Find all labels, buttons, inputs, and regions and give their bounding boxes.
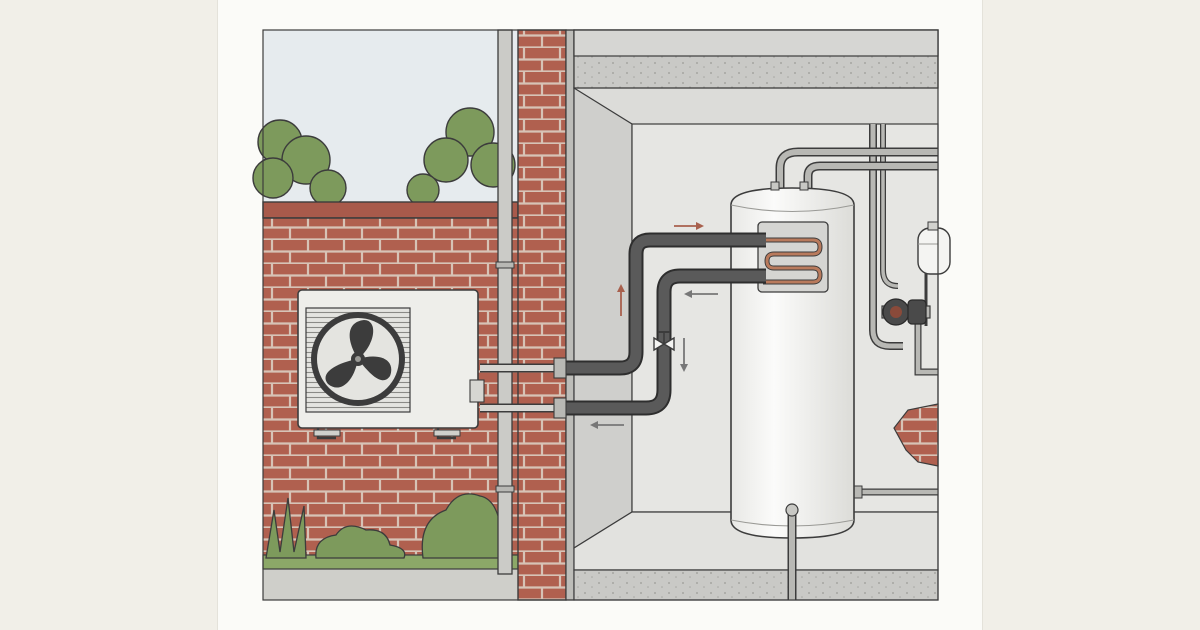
cool-flow-arrow-left <box>684 290 718 298</box>
boiler-plumbing <box>853 124 938 499</box>
fan-icon <box>311 312 405 406</box>
cool-flow-arrow-left-lower <box>590 421 624 429</box>
illustration-card <box>218 0 982 630</box>
hot-flow-arrow-right <box>674 222 704 230</box>
shrub-middle <box>315 525 406 559</box>
cylinder-drain-pipe <box>785 503 799 600</box>
shrub-left <box>265 497 307 559</box>
house-wall <box>517 29 575 601</box>
hot-flow-arrow-up <box>617 284 625 316</box>
valve-icon <box>653 331 675 352</box>
floor-slab <box>573 569 939 601</box>
coil-icon <box>757 221 829 293</box>
cool-flow-arrow-down <box>680 338 688 372</box>
garden-wall-coping <box>262 201 519 219</box>
cylinder-top-pipes <box>775 147 938 190</box>
pump-icon <box>881 298 931 326</box>
outdoor-unit <box>297 289 485 440</box>
recess-side-wall <box>573 86 633 550</box>
heat-pump-diagram <box>252 29 951 601</box>
flow-arrow-icon <box>590 222 718 429</box>
downpipe <box>495 29 515 575</box>
diagram-frame <box>262 29 939 601</box>
